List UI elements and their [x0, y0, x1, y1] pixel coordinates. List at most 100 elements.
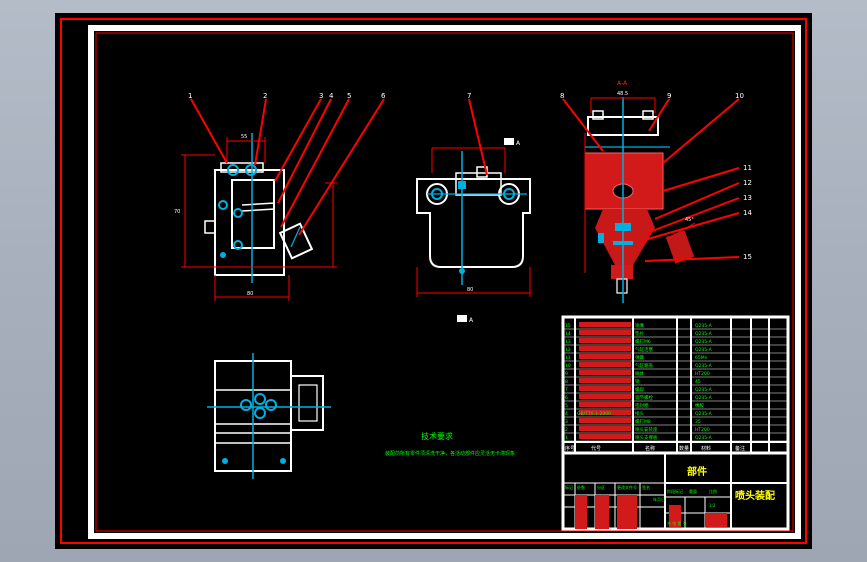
balloon-labels: 1 2 3 4 5 6 7 8 9 10 11 12 13 14 15 [188, 92, 752, 261]
header-note: 备注 [735, 445, 745, 452]
parts-row-bar [579, 402, 631, 407]
parts-row-bar [579, 354, 631, 359]
tb-label-date: 年月日 [653, 496, 665, 502]
title-block-category: 部件 [687, 465, 707, 478]
balloon-8: 8 [560, 92, 564, 100]
parts-cell-no: 5 [565, 403, 568, 409]
parts-cell-name: 喷嘴 [635, 322, 644, 329]
header-mat: 材料 [701, 445, 711, 452]
balloon-6: 6 [381, 92, 386, 100]
parts-cell-mat: Q235-A [695, 323, 713, 329]
balloon-7: 7 [467, 92, 471, 100]
parts-cell-mat: Q235-A [695, 347, 713, 353]
dim-front-top: 55 [241, 134, 247, 140]
parts-cell-name: 密封圈 [635, 402, 649, 409]
parts-cell-no: 10 [565, 363, 571, 369]
title-block [561, 451, 790, 531]
parts-cell-mat: Q235-A [695, 339, 713, 345]
paper-border [88, 25, 801, 539]
inner-frame [95, 32, 794, 532]
view-arrow-label-bottom: A [469, 317, 474, 324]
parts-row-bar [579, 338, 631, 343]
parts-row-bar [579, 418, 631, 423]
parts-cell-no: 12 [565, 347, 571, 353]
parts-cell-name: 喷头安装座 [635, 426, 658, 433]
section-label: A-A [617, 80, 628, 87]
dim-side-bottom: 80 [467, 287, 473, 293]
parts-cell-name: 阀体 [635, 370, 644, 377]
parts-cell-no: 2 [565, 427, 568, 433]
dim-section-top: 48.5 [617, 91, 628, 97]
front-view [181, 133, 337, 301]
balloon-9: 9 [667, 92, 671, 100]
parts-cell-no: 11 [565, 355, 571, 361]
parts-cell-mat: 45 [695, 379, 701, 385]
parts-cell-no: 6 [565, 395, 568, 401]
tb-label-weight: 重量 [689, 488, 697, 494]
balloon-4: 4 [329, 92, 334, 100]
parts-cell-mat: Q235-A [695, 363, 713, 369]
parts-row-bar [579, 362, 631, 367]
balloon-10: 10 [735, 92, 744, 100]
header-no: 序号 [565, 445, 575, 452]
parts-cell-mat: 35 [695, 419, 701, 425]
parts-cell-name: 气缸端盖 [635, 362, 653, 369]
parts-cell-name: 调节螺栓 [635, 394, 653, 401]
parts-cell-no: 1 [565, 435, 568, 441]
parts-cell-no: 13 [565, 339, 571, 345]
parts-cell-mat: Q235-A [695, 387, 713, 393]
parts-cell-mat: Q235-A [695, 411, 713, 417]
parts-cell-no: 14 [565, 331, 571, 337]
parts-cell-name: 垫片 [635, 330, 644, 337]
tb-label-count: 处数 [577, 484, 585, 490]
parts-row-bar [579, 330, 631, 335]
parts-cell-no: 7 [565, 387, 568, 393]
tb-label-scale: 比例 [709, 488, 717, 494]
parts-row-bar [579, 386, 631, 391]
parts-row-bar [579, 410, 631, 415]
tb-label-stage: 阶段标记 [667, 488, 683, 494]
side-view [416, 138, 531, 322]
parts-cell-no: 9 [565, 371, 568, 377]
balloon-3: 3 [319, 92, 323, 100]
parts-row-bar [579, 426, 631, 431]
balloon-2: 2 [263, 92, 267, 100]
dim-front-left: 70 [174, 209, 180, 215]
dim-front-bottom: 80 [247, 291, 253, 297]
parts-cell-spec: GB/T70.1-2000 [577, 411, 611, 417]
tb-scale-value: 1:2 [709, 503, 716, 508]
parts-cell-no: 4 [565, 411, 568, 417]
parts-row-bar [579, 322, 631, 327]
tb-label-mark: 标记 [565, 484, 573, 490]
parts-cell-mat: 橡胶 [695, 402, 704, 409]
parts-cell-name: 销 [635, 378, 640, 385]
parts-cell-no: 3 [565, 419, 568, 425]
notes-body: 装配前所有零件须清洗干净，各活动部件应灵活无卡滞现象 [385, 450, 515, 457]
view-arrow-label-top: A [516, 140, 521, 147]
parts-cell-mat: Q235-A [695, 395, 713, 401]
balloon-5: 5 [347, 92, 351, 100]
parts-cell-no: 8 [565, 379, 568, 385]
parts-cell-no: 15 [565, 323, 571, 329]
balloon-1: 1 [188, 92, 192, 100]
drawing-title: 喷头装配 [735, 489, 775, 502]
cad-viewport: 1 2 3 4 5 6 7 8 9 10 11 12 13 14 15 55 7… [55, 13, 812, 549]
leader-lines [190, 98, 740, 262]
section-view [584, 97, 696, 303]
parts-header: 序号 代号 名称 数量 材料 备注 [565, 445, 745, 452]
header-name: 名称 [645, 445, 655, 452]
assembly-drawing: 1 2 3 4 5 6 7 8 9 10 11 12 13 14 15 55 7… [60, 18, 807, 544]
tb-label-zone: 分区 [597, 484, 605, 490]
parts-cell-name: 弹簧 [635, 354, 644, 361]
dimension-texts: 55 70 80 80 48.5 45° [174, 91, 694, 297]
parts-cell-name: 接头 [635, 410, 644, 417]
balloon-14: 14 [743, 209, 752, 217]
parts-row-bar [579, 394, 631, 399]
notes-heading: 技术要求 [421, 431, 453, 441]
parts-row-bar [579, 378, 631, 383]
outer-frame [60, 18, 807, 544]
parts-cell-mat: HT200 [695, 371, 710, 377]
parts-row-bar [579, 434, 631, 439]
header-qty: 数量 [679, 445, 689, 452]
